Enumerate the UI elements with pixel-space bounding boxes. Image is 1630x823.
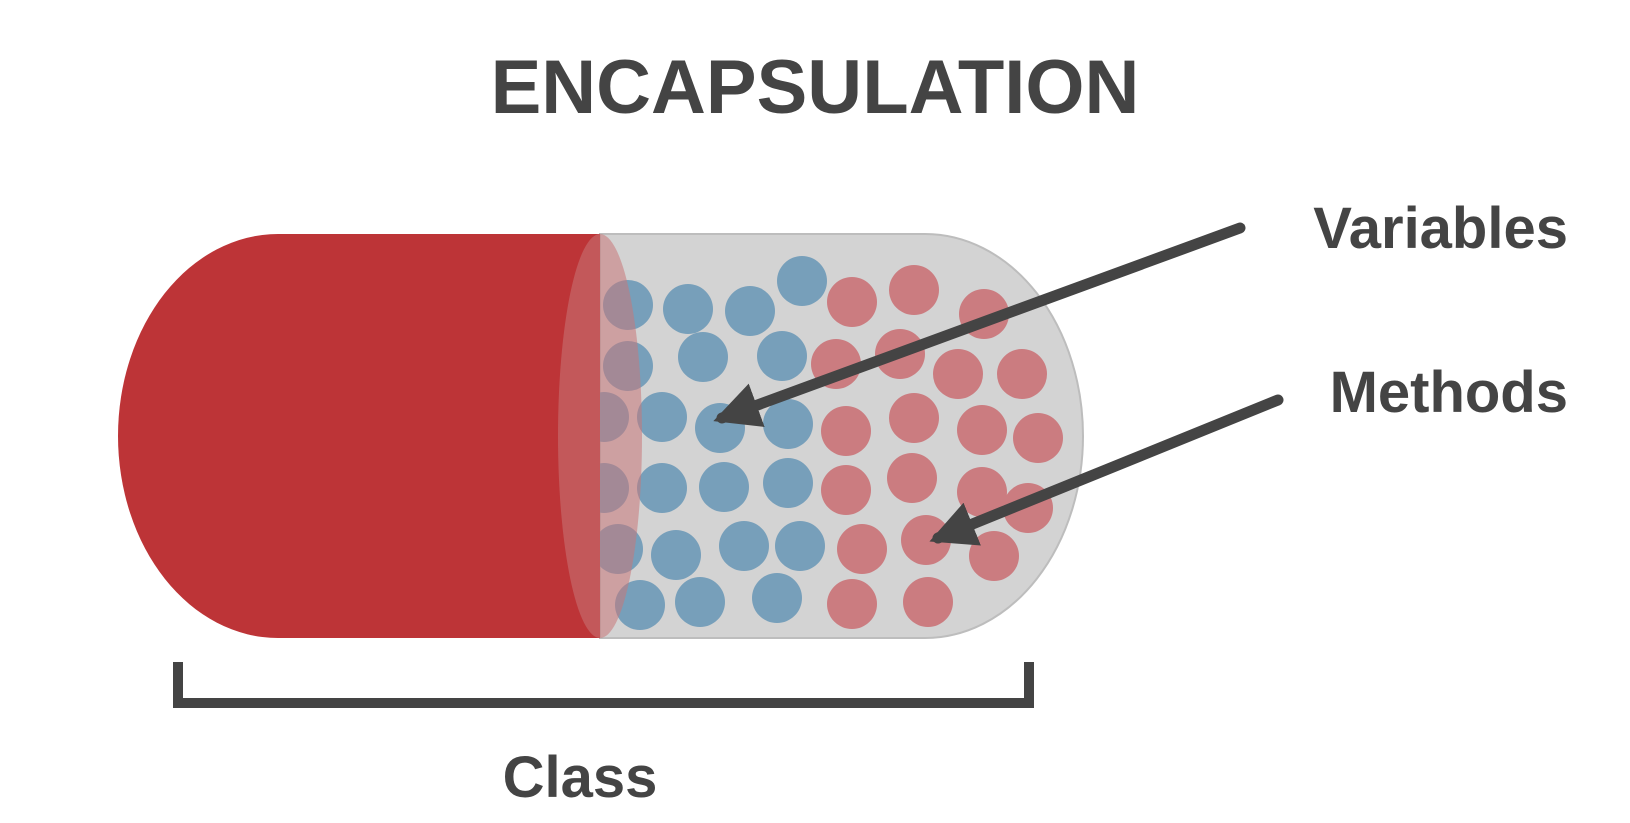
variables-arrow xyxy=(713,222,1246,427)
variable-dot xyxy=(777,256,827,306)
diagram-title: ENCAPSULATION xyxy=(491,45,1140,130)
variable-dot xyxy=(637,392,687,442)
variable-dot xyxy=(757,331,807,381)
variable-dot xyxy=(763,458,813,508)
variable-dot xyxy=(637,463,687,513)
variable-dot xyxy=(678,332,728,382)
method-dot xyxy=(997,349,1047,399)
method-dot xyxy=(969,531,1019,581)
method-dot xyxy=(903,577,953,627)
method-dot xyxy=(821,465,871,515)
variable-dot xyxy=(651,530,701,580)
method-dot xyxy=(889,393,939,443)
method-dot xyxy=(821,406,871,456)
class-bracket xyxy=(173,662,1034,708)
method-dot xyxy=(1013,413,1063,463)
variable-dot xyxy=(752,573,802,623)
methods-arrow xyxy=(929,394,1284,546)
method-dot xyxy=(837,524,887,574)
variable-dot xyxy=(719,521,769,571)
variable-dot xyxy=(675,577,725,627)
variables-label: Variables xyxy=(1313,196,1568,261)
method-dot xyxy=(889,265,939,315)
method-dot xyxy=(933,349,983,399)
variable-dot xyxy=(763,399,813,449)
method-dot xyxy=(827,277,877,327)
variable-dot xyxy=(725,286,775,336)
capsule-contents xyxy=(600,256,1063,630)
variable-dot xyxy=(663,284,713,334)
methods-label: Methods xyxy=(1330,360,1568,425)
method-dot xyxy=(957,405,1007,455)
method-dot xyxy=(887,453,937,503)
capsule xyxy=(118,233,1084,639)
capsule-red-half xyxy=(118,234,600,638)
variable-dot xyxy=(615,580,665,630)
method-dot xyxy=(827,579,877,629)
class-label: Class xyxy=(503,745,658,810)
capsule-overlap-rim xyxy=(558,234,642,638)
variable-dot xyxy=(775,521,825,571)
variable-dot xyxy=(699,462,749,512)
